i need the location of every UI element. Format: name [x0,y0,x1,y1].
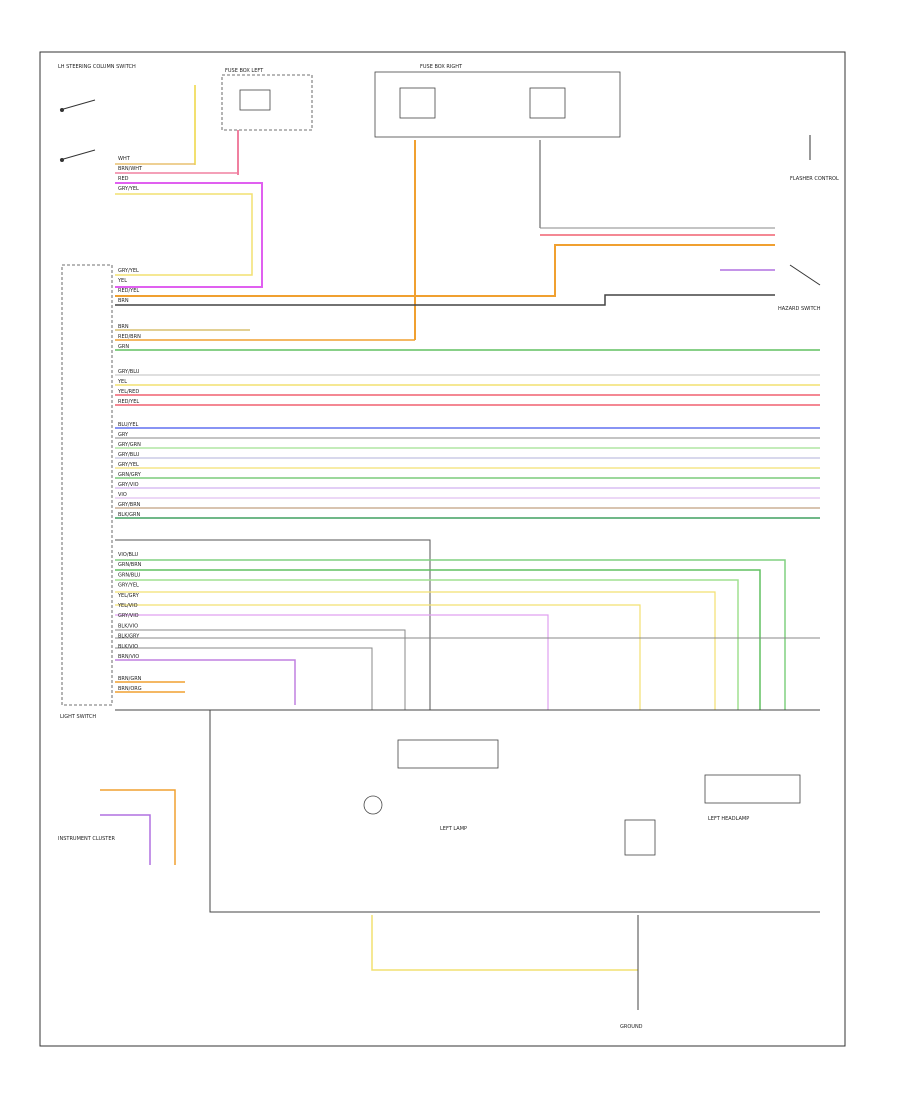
switch-label: LH STEERING COLUMN SWITCH [58,64,136,70]
wire-label-row_d-0: GRY/BLU [118,369,140,375]
left-headlamp-box [704,774,801,804]
lower-area-frame [209,710,820,913]
wire-label-bottom-0: BRN/GRN [118,676,142,682]
wire-label-row_c-0: BRN [118,324,129,330]
wire-label-row_e-4: GRY/YEL [118,462,139,468]
wire-label-row_e-7: VIO [118,492,127,498]
ground-label: GROUND [620,1024,643,1030]
wire-label-row_a-2: RED [118,176,129,182]
left-lamp-label: LEFT LAMP [440,826,467,832]
wire-label-row_a-1: BRN/WHT [118,166,143,172]
wire-f7 [115,614,549,710]
fuse-box-left-label: FUSE BOX LEFT [225,68,264,74]
flasher-label: FLASHER CONTROL [790,176,839,182]
wire-label-row_d-2: YEL/RED [117,389,139,395]
left-headlamp-label: LEFT HEADLAMP [708,816,749,822]
wire-label-row_f-1: GRN/BRN [118,562,142,568]
wire-label-row_f-10: BRN/VIO [118,654,139,660]
wire-f8 [115,629,406,710]
left-lamp-box [397,739,499,769]
wire-f3 [115,569,761,710]
wire-f10 [115,647,373,710]
wire-label-row_d-1: YEL [117,379,127,385]
wire-f6 [115,604,641,710]
light-switch-block [61,264,113,706]
wire-label-row_f-5: YEL/VIO [117,603,138,609]
wire-label-row_b-2: RED/YEL [118,288,139,294]
wire-label-row_e-3: GRY/BLU [118,452,140,458]
wire-label-row_f-6: GRY/VIO [118,613,139,619]
diagram-frame [39,51,846,1047]
hazard-label: HAZARD SWITCH [778,306,821,312]
instrument-cluster-label: INSTRUMENT CLUSTER [58,836,116,842]
wire-label-row_e-1: GRY [118,432,129,438]
wire-magenta [115,182,263,288]
wire-label-row_a-3: GRY/YEL [118,186,139,192]
wire-label-row_e-9: BLK/GRN [118,512,141,518]
instrument-cluster: INSTRUMENT CLUSTER [58,789,176,865]
left-lamp-symbol [363,795,383,815]
wire-label-row_b-1: YEL [117,278,127,284]
wire-label-row_e-8: GRY/BRN [118,502,141,508]
wire-f1 [115,539,431,710]
light-switch-label: LIGHT SWITCH [60,714,96,720]
wire-f11 [115,659,296,705]
wire-label-row_c-2: GRN [118,344,129,350]
module-box [624,819,656,856]
wire-label-row_f-8: BLK/GRY [118,634,140,640]
wire-label-row_c-1: RED/BRN [118,334,141,340]
wire-label-row_d-3: RED/YEL [118,399,139,405]
wire-f4 [115,579,739,710]
wire-label-row_e-2: GRY/GRN [118,442,141,448]
wire-label-row_a-0: WHT [118,156,131,162]
wire-f2 [115,559,786,710]
hazard-switch: HAZARD SWITCH [778,264,821,312]
wire-label-row_b-0: GRY/YEL [118,268,139,274]
wire-label-row_f-0: VIO/BLU [118,552,138,558]
wire-ground-yellow [371,915,638,971]
wire-label-row_f-9: BLK/VIO [118,644,138,650]
wire-orange-long [115,244,775,297]
wire-label-row_b-3: BRN [118,298,129,304]
wire-label-bottom-1: BRN/ORG [118,686,142,692]
wire-label-row_f-4: YEL/GRY [117,593,140,599]
steering-column-switch: LH STEERING COLUMN SWITCH [58,64,136,162]
wire-label-row_f-2: GRN/BLU [118,572,141,578]
wire-yellow-loop [115,193,253,276]
flasher-component: FLASHER CONTROL [790,135,839,182]
wire-label-row_e-6: GRY/VIO [118,482,139,488]
fuse-box-left: FUSE BOX LEFT [221,68,313,131]
wire-dark-long [115,294,775,306]
wire-label-row_f-7: BLK/VIO [118,623,138,629]
wire-f5 [115,591,716,710]
fuse-box-right: FUSE BOX RIGHT [374,64,621,138]
wire-label-row_e-5: GRN/GRY [118,472,142,478]
wire-label-row_f-3: GRY/YEL [118,583,139,589]
wire-label-row_e-0: BLU/YEL [118,422,139,428]
fuse-box-right-label: FUSE BOX RIGHT [420,64,463,70]
